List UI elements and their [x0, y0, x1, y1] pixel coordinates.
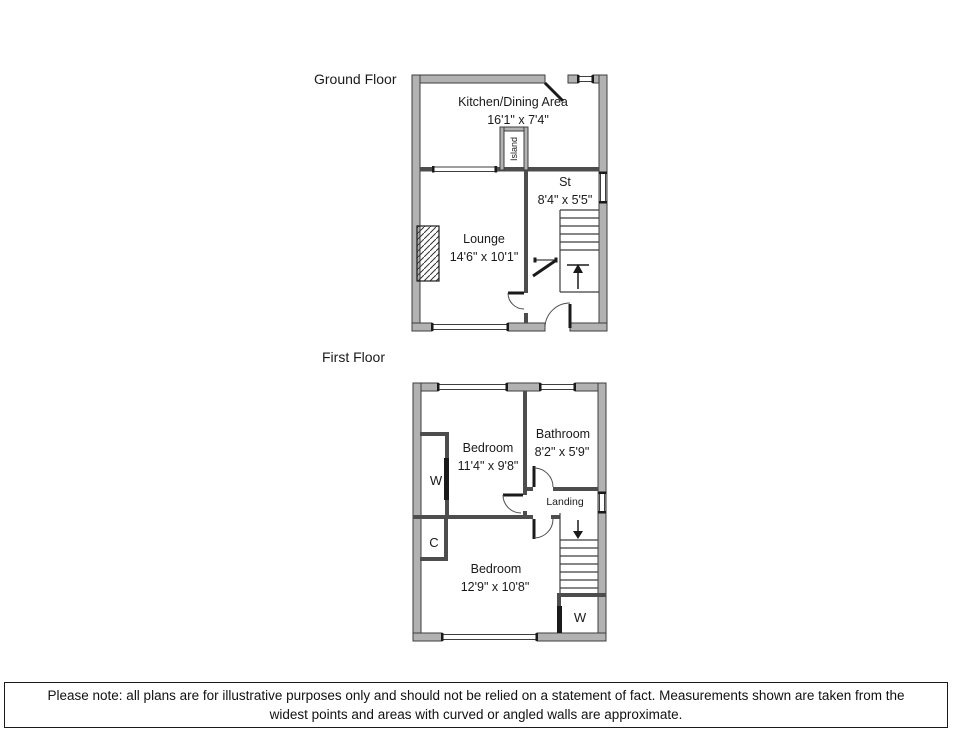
chimney-breast	[416, 225, 440, 282]
first-exterior-walls	[412, 382, 607, 642]
ground-doors	[507, 81, 572, 329]
island-label: Island	[509, 137, 519, 161]
kitchen-name: Kitchen/Dining Area	[458, 95, 568, 109]
wardrobe1-label: W	[430, 473, 443, 488]
first-floor-title: First Floor	[322, 349, 385, 365]
disclaimer-line-2: widest points and areas with curved or a…	[269, 707, 683, 722]
disclaimer-line-1: Please note: all plans are for illustrat…	[47, 688, 905, 703]
ground-interior-walls	[420, 166, 599, 323]
stairs-up	[559, 209, 599, 293]
storage-dims: 8'4" x 5'5"	[538, 193, 593, 207]
kitchen-island	[499, 126, 529, 171]
bedroom2-name: Bedroom	[471, 562, 522, 576]
ground-floor-plan: Kitchen/Dining Area 16'1" x 7'4" Island …	[411, 74, 608, 332]
bedroom2-dims: 12'9" x 10'8"	[461, 580, 530, 594]
wardrobe-doors	[444, 458, 562, 633]
storage-name: St	[559, 175, 571, 189]
first-floor-plan: Bedroom 11'4" x 9'8" Bathroom 8'2" x 5'9…	[412, 382, 607, 642]
first-doors	[502, 466, 554, 539]
bedroom1-name: Bedroom	[463, 441, 514, 455]
first-windows	[437, 383, 606, 641]
lounge-dims: 14'6" x 10'1"	[450, 250, 519, 264]
disclaimer-box: Please note: all plans are for illustrat…	[4, 682, 948, 728]
wardrobe2-label: W	[574, 610, 587, 625]
stairs-down	[559, 513, 598, 593]
landing-label: Landing	[546, 496, 584, 508]
bathroom-name: Bathroom	[536, 427, 590, 441]
ground-windows	[431, 75, 607, 331]
lounge-name: Lounge	[463, 232, 505, 246]
cupboard-label: C	[429, 535, 438, 550]
kitchen-dims: 16'1" x 7'4"	[487, 113, 549, 127]
ground-floor-title: Ground Floor	[314, 71, 397, 87]
bedroom1-dims: 11'4" x 9'8"	[458, 459, 519, 473]
bathroom-dims: 8'2" x 5'9"	[535, 445, 590, 459]
